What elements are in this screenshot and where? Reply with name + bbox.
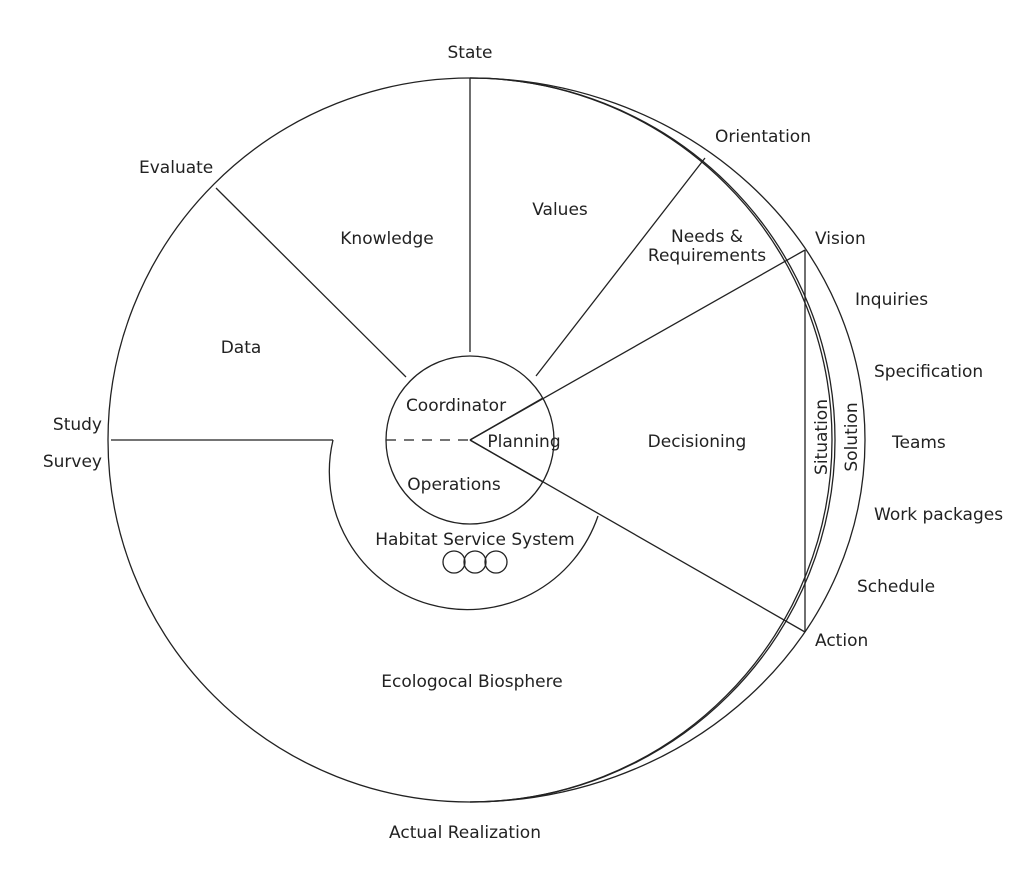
habitat-ring (328, 439, 599, 611)
sector-situation: Situation (812, 399, 832, 475)
label-inquiries: Inquiries (855, 290, 928, 310)
core-coordinator: Coordinator (406, 396, 506, 416)
sector-ecological-biosphere: Ecologocal Biosphere (381, 672, 562, 692)
sector-knowledge: Knowledge (340, 229, 433, 249)
core-operations: Operations (407, 475, 501, 495)
sector-data: Data (221, 338, 262, 358)
habitat-node-icon (484, 550, 508, 574)
sector-decisioning: Decisioning (648, 432, 747, 452)
label-teams: Teams (891, 433, 946, 453)
situation-arc (469, 77, 836, 803)
label-survey: Survey (43, 452, 102, 472)
sector-needs-line2: Requirements (648, 246, 766, 266)
label-orientation: Orientation (715, 127, 811, 147)
label-action: Action (815, 631, 868, 651)
divider-evaluate (215, 187, 407, 378)
habitat-service-system-label: Habitat Service System (375, 530, 575, 550)
habitat-node-icon (442, 550, 466, 574)
divider-orientation (535, 157, 706, 377)
sector-needs-line1: Needs & (671, 227, 743, 247)
solution-arc (469, 77, 866, 803)
core-wedge-lower (469, 439, 544, 483)
label-work-packages: Work packages (874, 505, 1003, 525)
label-vision: Vision (815, 229, 866, 249)
label-state: State (448, 43, 493, 63)
habitat-node-icon (463, 550, 487, 574)
sector-solution: Solution (842, 402, 862, 471)
label-schedule: Schedule (857, 577, 935, 597)
label-specification: Specification (874, 362, 983, 382)
label-actual-realization: Actual Realization (389, 823, 541, 843)
core-wedge-upper (469, 397, 544, 441)
label-study: Study (53, 415, 102, 435)
core-planning: Planning (487, 432, 560, 452)
label-evaluate: Evaluate (139, 158, 213, 178)
sector-values: Values (532, 200, 588, 220)
